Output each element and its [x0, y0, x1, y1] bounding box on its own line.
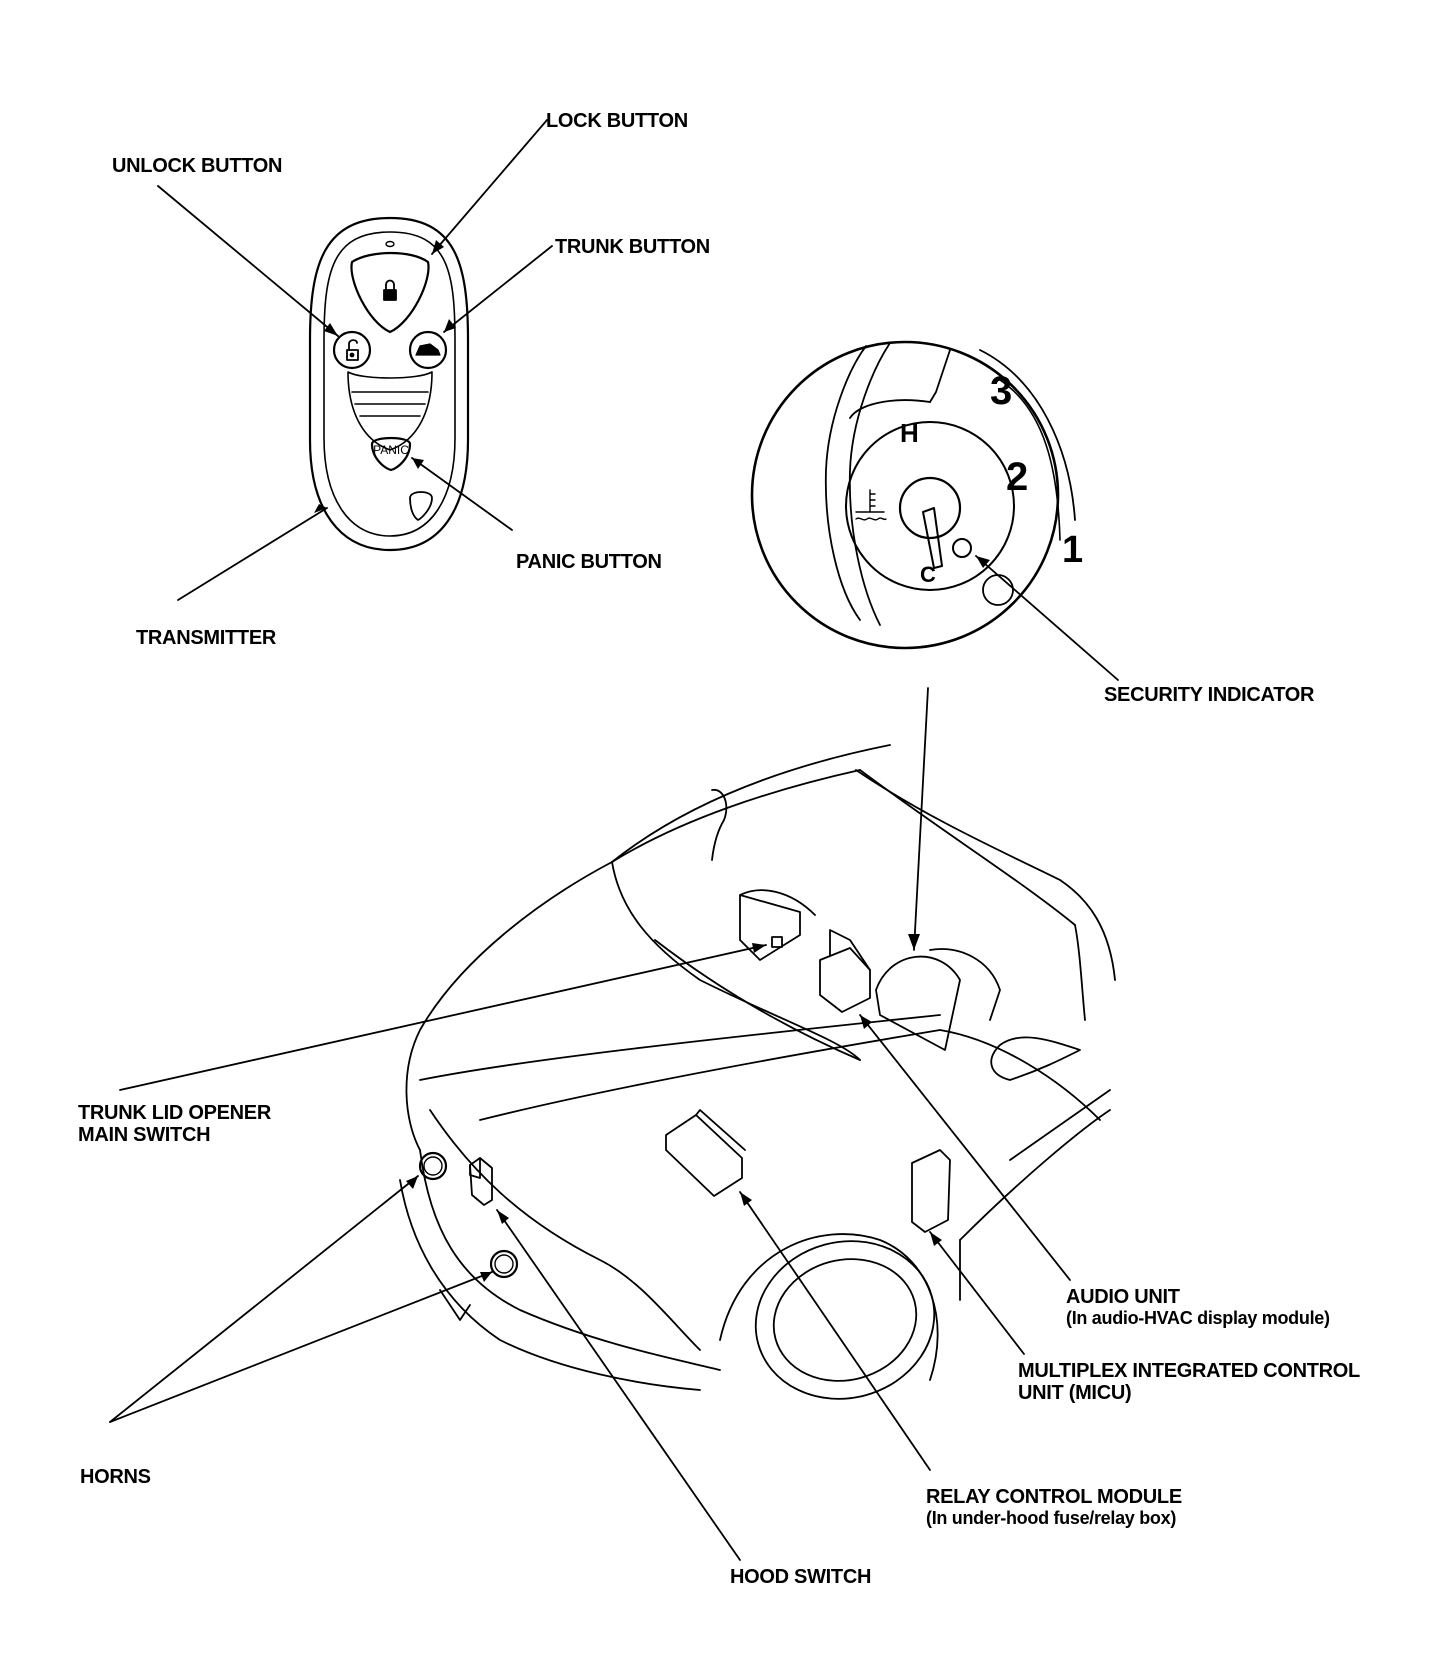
- micu-label-line2: UNIT (MICU): [1018, 1382, 1132, 1404]
- micu-box: [911, 1149, 951, 1233]
- trunk-button-label: TRUNK BUTTON: [555, 236, 710, 258]
- trunk-lid-opener-label-line2: MAIN SWITCH: [78, 1124, 211, 1146]
- unlock-button-shape: [332, 330, 372, 370]
- gauge-number-3: 3: [990, 369, 1012, 413]
- arrow-heads: [314, 240, 990, 1282]
- gauge-cold-mark: C: [920, 562, 936, 587]
- panic-button-shape: [370, 436, 412, 472]
- relay-control-module-label: RELAY CONTROL MODULE: [926, 1486, 1182, 1508]
- gauge-magnifier: [750, 340, 1076, 650]
- relay-control-module-box: [665, 1114, 743, 1197]
- gauge-hub: [898, 476, 962, 540]
- security-indicator-label: SECURITY INDICATOR: [1104, 684, 1315, 706]
- lock-button-label: LOCK BUTTON: [546, 110, 688, 132]
- panic-glyph-text: PANIC: [373, 443, 409, 457]
- unlock-glyph-icon: [346, 339, 359, 361]
- unlock-button-label: UNLOCK BUTTON: [112, 155, 283, 177]
- horn-lower: [489, 1249, 519, 1279]
- horns-label: HORNS: [80, 1466, 151, 1488]
- trunk-lid-opener-label-line1: TRUNK LID OPENER: [78, 1102, 271, 1124]
- leader-lines: [109, 119, 1119, 1561]
- gauge-needle: [922, 507, 943, 569]
- car-outline: [399, 744, 1116, 1400]
- gauge-number-1: 1: [1062, 529, 1083, 571]
- security-indicator-lamp: [952, 538, 972, 558]
- transmitter-label: TRANSMITTER: [136, 627, 277, 649]
- coolant-temperature-icon: [855, 489, 887, 521]
- audio-unit-label: AUDIO UNIT: [1066, 1286, 1180, 1308]
- micu-label-line1: MULTIPLEX INTEGRATED CONTROL: [1018, 1360, 1360, 1382]
- gauge-number-2: 2: [1006, 455, 1028, 499]
- lock-button-shape: [350, 251, 430, 334]
- trunk-lid-opener-switch: [771, 936, 783, 948]
- trunk-glyph-icon: [415, 343, 441, 356]
- audio-unit-sublabel: (In audio-HVAC display module): [1066, 1308, 1330, 1328]
- transmitter-fob: PANIC: [308, 216, 470, 552]
- panic-button-label: PANIC BUTTON: [516, 551, 662, 573]
- gauge-hot-mark: H: [900, 418, 919, 448]
- trunk-button-shape: [408, 330, 448, 370]
- relay-control-module-sublabel: (In under-hood fuse/relay box): [926, 1508, 1177, 1528]
- hood-switch-label: HOOD SWITCH: [730, 1566, 872, 1588]
- lock-glyph-icon: [383, 279, 397, 301]
- audio-unit-shape: [875, 955, 961, 1051]
- horn-upper: [418, 1151, 448, 1181]
